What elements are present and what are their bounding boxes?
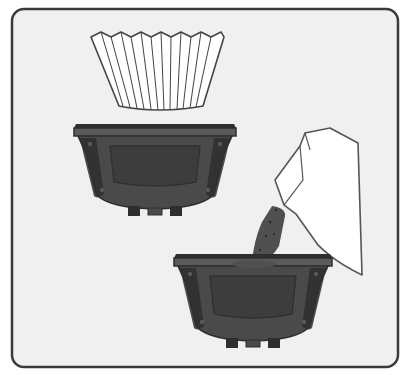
instruction-diagram	[0, 0, 412, 375]
diagram-canvas	[0, 0, 412, 375]
